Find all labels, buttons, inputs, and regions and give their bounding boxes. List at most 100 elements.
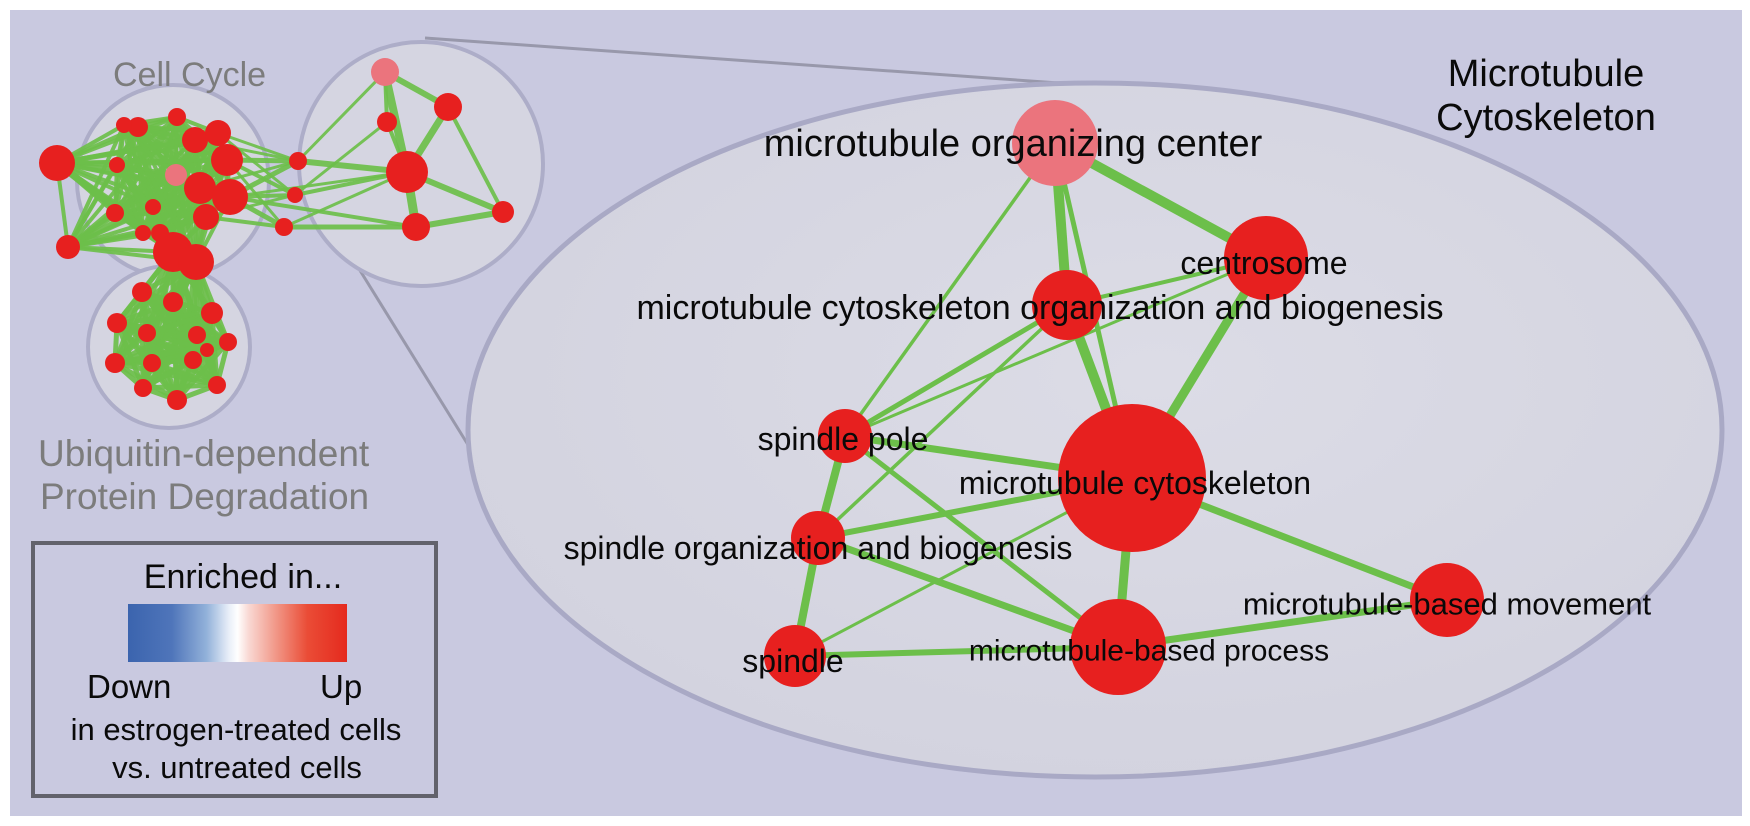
main-edge-centrosome-spindle_pole [844,256,1267,438]
minimap-edge [296,70,387,163]
main-node-mbm[interactable] [1410,563,1484,637]
minimap-node[interactable] [143,354,161,372]
main-edge-moc-spindle_pole [843,141,1057,438]
minimap-node[interactable] [105,353,125,373]
minimap-edge [116,310,213,326]
main-node-spindle_pole[interactable] [818,409,872,463]
minimap-edge [199,159,299,190]
ubiquitin-label-line1: Ubiquitin-dependent [38,433,370,474]
minimap-node[interactable] [377,112,397,132]
minimap-node[interactable] [205,120,231,146]
minimap-node[interactable] [275,218,293,236]
minimap-node[interactable] [211,144,243,176]
minimap-node[interactable] [138,324,156,342]
minimap-node[interactable] [107,313,127,333]
minimap-node[interactable] [116,117,132,133]
minimap-edge [175,340,230,402]
legend-subtitle-line1: in estrogen-treated cells [71,712,402,747]
minimap-node[interactable] [402,213,430,241]
legend-box [31,541,438,798]
main-node-mt_cyto[interactable] [1058,404,1206,552]
main-node-label-spindle: spindle [742,643,843,679]
main-edge-mbp-mbm [1117,596,1448,651]
minimap-edge [205,193,296,219]
cell-cycle-label: Cell Cycle [113,56,266,94]
minimap-edge [151,360,218,388]
main-node-label-mcob: microtubule cytoskeleton organization an… [636,289,1443,327]
minimap-node[interactable] [386,151,428,193]
minimap-edge [205,215,285,229]
legend-title: Enriched in... [144,558,342,596]
main-node-spindle_org[interactable] [791,511,845,565]
minimap-node[interactable] [56,235,80,259]
minimap-edge [141,139,197,234]
ubiquitin-label-line2: Protein Degradation [40,476,369,517]
minimap-node[interactable] [182,127,208,153]
minimap-node[interactable] [184,351,202,369]
legend-subtitle-line2: vs. untreated cells [112,750,362,785]
minimap-node[interactable] [193,204,219,230]
minimap-node[interactable] [200,343,214,357]
legend-down-label: Down [87,668,171,705]
minimap-node[interactable] [188,326,206,344]
main-node-mcob[interactable] [1032,270,1102,340]
main-node-moc[interactable] [1012,100,1098,186]
main-node-label-spindle_pole: spindle pole [758,421,929,457]
main-network-labels: microtubule organizing center centrosome m… [564,123,1652,679]
main-edge-mcob-spindle_pole [843,302,1069,439]
minimap-edge [217,131,296,197]
minimap-node[interactable] [434,93,462,121]
minimap-node[interactable] [132,282,152,302]
main-edge-spindle-mbp [794,644,1119,659]
minimap-node[interactable] [492,201,514,223]
main-edge-mcob-spindle_org [816,303,1069,540]
minimap-node[interactable] [178,244,214,280]
minimap-node[interactable] [184,172,216,204]
minimap-node[interactable] [165,164,187,186]
main-node-label-mt_cyto: microtubule cytoskeleton [959,465,1311,501]
legend-gradient-bar [128,604,347,662]
main-node-spindle[interactable] [764,625,826,687]
minimap-node[interactable] [109,157,125,173]
minimap-node[interactable] [39,145,75,181]
main-edge-spindle_org-mbp [816,534,1120,651]
minimap-nodes [39,58,514,410]
minimap-node[interactable] [135,225,151,241]
minimap-node[interactable] [371,58,399,86]
minimap-edge [415,209,504,230]
minimap-edge [283,170,408,229]
main-node-label-centrosome: centrosome [1180,245,1347,281]
main-node-label-mbp: microtubule-based process [969,635,1329,668]
main-network-nodes [764,100,1484,695]
main-title-line1: Microtubule [1448,53,1644,95]
main-node-label-moc: microtubule organizing center [764,123,1263,165]
minimap-node[interactable] [287,187,303,203]
minimap-edge [66,124,126,248]
minimap-node[interactable] [168,108,186,126]
minimap-node[interactable] [167,390,187,410]
minimap-node[interactable] [134,379,152,397]
minimap-edge [446,106,505,213]
minimap-node[interactable] [289,152,307,170]
main-edge-spindle_pole-mbp [843,434,1120,649]
minimap-edge [56,158,228,165]
minimap-node[interactable] [201,302,223,324]
minimap-node[interactable] [145,199,161,215]
minimap-node[interactable] [128,117,148,137]
minimap-edge [141,158,229,235]
zoom-cone-lower-line [354,263,472,449]
main-node-mbp[interactable] [1070,599,1166,695]
minimap-node[interactable] [212,179,248,215]
minimap-node[interactable] [208,376,226,394]
main-title-line2: Cytoskeleton [1436,97,1656,139]
main-node-label-mbm: microtubule-based movement [1243,587,1652,622]
minimap-edge [67,231,144,249]
minimap-edge [294,120,388,197]
minimap-node[interactable] [219,333,237,351]
main-node-centrosome[interactable] [1224,216,1308,300]
minimap-node[interactable] [163,292,183,312]
minimap-node[interactable] [106,204,124,222]
legend-up-label: Up [320,668,362,705]
main-node-label-spindle_org: spindle organization and biogenesis [564,530,1073,566]
